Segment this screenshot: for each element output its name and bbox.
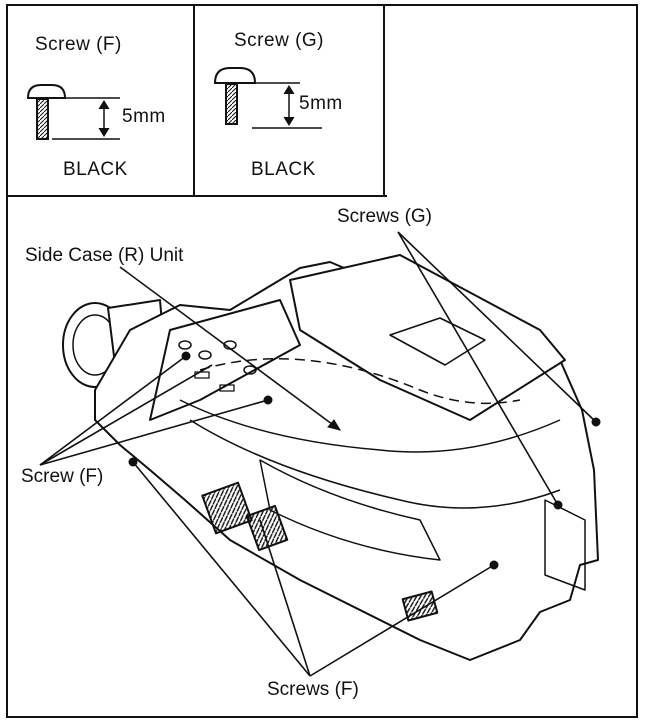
camcorder-body xyxy=(62,254,601,661)
screw-g-title: Screw (G) xyxy=(234,30,324,51)
screw-f-title: Screw (F) xyxy=(35,34,122,55)
screw-f-length: 5mm xyxy=(122,106,166,127)
label-screws-f: Screws (F) xyxy=(267,679,359,700)
screw-f-color: BLACK xyxy=(63,159,128,180)
label-screws-g: Screws (G) xyxy=(337,206,432,227)
header-divider xyxy=(6,195,387,197)
screw-g-icon xyxy=(213,67,322,129)
leader-lines xyxy=(39,231,597,677)
label-side-case: Side Case (R) Unit xyxy=(25,245,184,266)
screw-f-box xyxy=(6,4,195,197)
screw-g-length: 5mm xyxy=(299,93,343,114)
screw-g-color: BLACK xyxy=(251,159,316,180)
label-screw-f: Screw (F) xyxy=(21,466,104,487)
diagram-frame xyxy=(6,4,638,718)
screw-f-icon xyxy=(26,84,120,140)
screw-g-box xyxy=(195,4,385,197)
